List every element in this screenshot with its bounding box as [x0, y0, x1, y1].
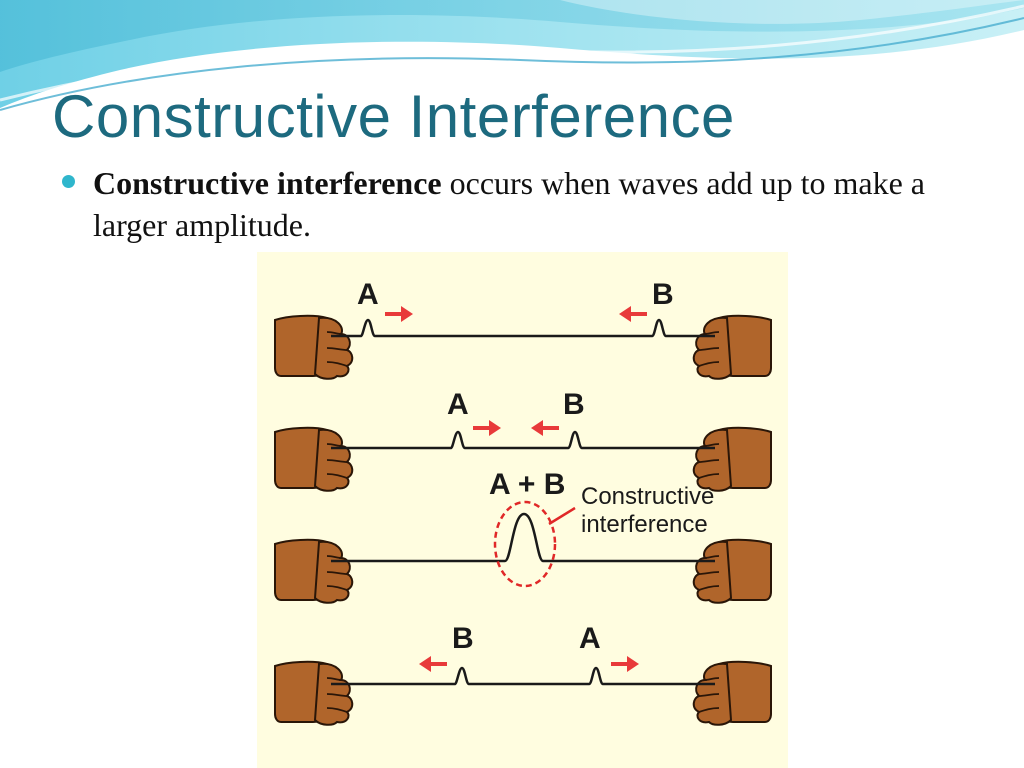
- left-hand-icon: [274, 660, 354, 726]
- right-hand-icon: [694, 428, 771, 491]
- wave-header-decoration: [0, 0, 1024, 111]
- pulse-label: A: [447, 388, 469, 421]
- annotation-pointer: [548, 506, 576, 526]
- annotation-line-2: interference: [581, 511, 708, 538]
- diagram-row-2: A B: [274, 388, 771, 492]
- pulse-label: B: [452, 622, 474, 655]
- left-hand-icon: [274, 426, 354, 492]
- right-hand-icon: [694, 540, 771, 603]
- diagram-row-3: A + B Constructive interference: [274, 468, 771, 604]
- right-hand-icon: [694, 662, 771, 725]
- rope-line: [331, 318, 715, 338]
- pulse-label: A: [579, 622, 601, 655]
- bullet-point: Constructive interference occurs when wa…: [62, 162, 982, 246]
- bullet-term: Constructive interference: [93, 165, 442, 201]
- rope-line: [331, 512, 715, 563]
- pulse-label: B: [652, 278, 674, 311]
- rope-line: [331, 430, 715, 450]
- left-hand-icon: [274, 538, 354, 604]
- right-hand-icon: [694, 316, 771, 379]
- pulse-label: B: [563, 388, 585, 421]
- combined-label: A + B: [489, 468, 565, 501]
- interference-diagram: A B A B A + B Constructive interference: [257, 252, 788, 768]
- diagram-row-1: A B: [274, 278, 771, 380]
- bullet-icon: [62, 175, 75, 188]
- diagram-row-4: B A: [274, 622, 771, 726]
- bullet-text: Constructive interference occurs when wa…: [93, 162, 982, 246]
- rope-line: [331, 666, 715, 686]
- left-hand-icon: [274, 314, 354, 380]
- slide-title: Constructive Interference: [52, 83, 735, 150]
- bullet-description: occurs when waves add up to make a large…: [93, 165, 925, 243]
- pulse-label: A: [357, 278, 379, 311]
- highlight-ring: [493, 500, 557, 588]
- annotation-line-1: Constructive: [581, 483, 714, 510]
